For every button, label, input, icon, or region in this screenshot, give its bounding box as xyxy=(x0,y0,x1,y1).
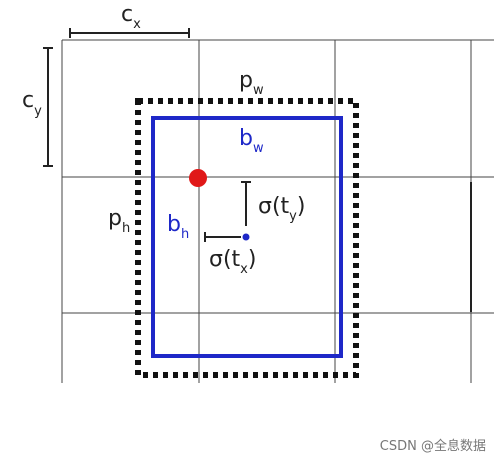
watermark: CSDN @全息数据 xyxy=(380,438,486,454)
prior-box xyxy=(135,98,359,378)
sigma-ty-label: σ(ty) xyxy=(258,194,305,224)
sigma-tx-label: σ(tx) xyxy=(209,247,256,277)
box-center-point xyxy=(242,233,250,241)
sigma-tx-offset: σ(tx) xyxy=(204,232,256,277)
bh-label: bh xyxy=(167,212,189,242)
pw-label: pw xyxy=(239,68,264,98)
cx-dimension: cx xyxy=(69,2,190,38)
cy-dimension: cy xyxy=(22,47,53,167)
grid-cell-corner-point xyxy=(189,169,207,187)
sigma-ty-offset: σ(ty) xyxy=(241,181,305,226)
bw-label: bw xyxy=(239,126,264,156)
ph-label: ph xyxy=(108,206,130,236)
grid xyxy=(61,39,494,383)
cx-label: cx xyxy=(121,2,141,32)
cy-label: cy xyxy=(22,88,42,119)
bounding-box xyxy=(151,116,343,358)
